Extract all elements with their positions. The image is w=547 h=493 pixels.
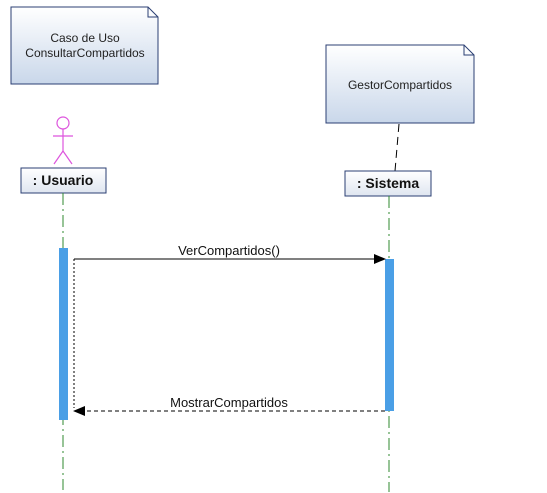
- message-reply: MostrarCompartidos: [73, 395, 385, 416]
- lifeline-sistema-label: : Sistema: [357, 175, 419, 191]
- message-call-label: VerCompartidos(): [178, 243, 280, 258]
- use-case-note: Caso de Uso ConsultarCompartidos: [10, 6, 159, 85]
- lifeline-usuario-label: : Usuario: [33, 172, 94, 188]
- stick-figure-actor-icon: [53, 116, 73, 165]
- activation-bar-sistema: [385, 259, 394, 411]
- gestor-note: GestorCompartidos: [325, 44, 475, 124]
- use-case-note-line-1: Caso de Uso: [50, 31, 120, 45]
- note-anchor-line: [394, 123, 400, 172]
- use-case-note-line-2: ConsultarCompartidos: [25, 46, 144, 60]
- lifeline-usuario-header: : Usuario: [20, 167, 107, 194]
- activation-bar-usuario: [59, 248, 68, 420]
- lifeline-sistema-header: : Sistema: [344, 170, 432, 197]
- message-reply-label: MostrarCompartidos: [170, 395, 288, 410]
- message-call: VerCompartidos(): [73, 243, 386, 408]
- gestor-note-label: GestorCompartidos: [348, 78, 452, 92]
